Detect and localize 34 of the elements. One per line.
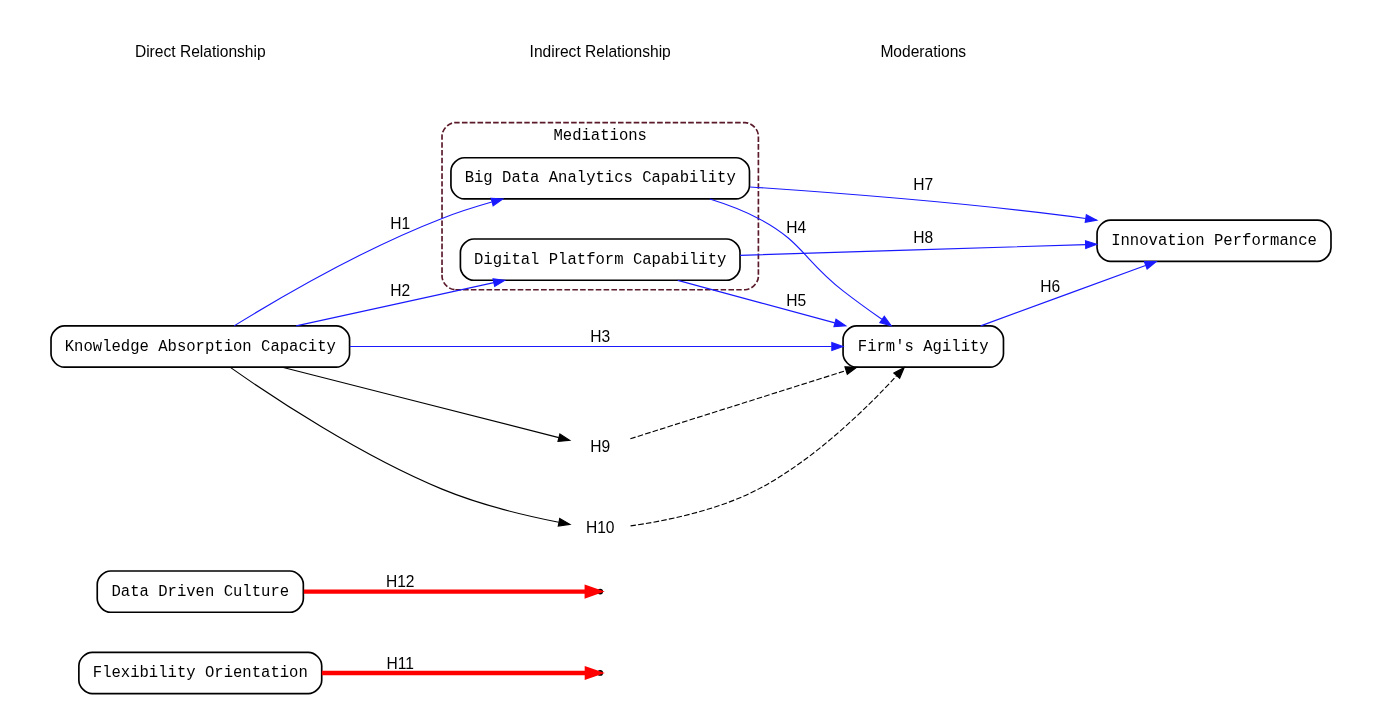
edge-label: H4 <box>785 218 806 236</box>
edge-label: H2 <box>389 281 410 299</box>
arrow <box>228 366 572 527</box>
arrow <box>708 198 893 327</box>
arrow <box>676 279 847 327</box>
node-box: Big Data Analytics Capability <box>449 156 750 200</box>
arrow <box>348 341 845 351</box>
node-box: Knowledge Absorption Capacity <box>49 324 350 368</box>
edge-label: H1 <box>389 214 410 232</box>
edge-label: H5 <box>785 291 806 309</box>
edge-label: H12 <box>385 572 415 590</box>
node-text: H10 <box>585 518 614 536</box>
arrow <box>233 197 504 326</box>
arrow <box>281 366 571 442</box>
legend-label: Direct Relationship <box>134 42 266 60</box>
edge-label: H3 <box>589 327 610 345</box>
arrow <box>739 239 1098 256</box>
node-box: Firm's Agility <box>841 324 1004 368</box>
node-box: Flexibility Orientation <box>77 651 323 694</box>
edge-label: H6 <box>1039 277 1060 295</box>
node-box: Innovation Performance <box>1095 218 1332 262</box>
node-box: Data Driven Culture <box>95 569 304 613</box>
edge-label: H8 <box>912 228 933 246</box>
node-box: Digital Platform Capability <box>459 237 741 281</box>
legend-label: Indirect Relationship <box>529 42 671 60</box>
legend-label: Moderations <box>879 42 966 60</box>
arrow <box>979 260 1158 326</box>
arrow <box>295 277 506 326</box>
arrow <box>629 365 905 526</box>
arrow <box>629 365 858 439</box>
edge-label: H7 <box>912 175 933 193</box>
arrow <box>748 185 1098 223</box>
node-text: H9 <box>589 437 610 455</box>
edge-label: H11 <box>386 654 414 672</box>
